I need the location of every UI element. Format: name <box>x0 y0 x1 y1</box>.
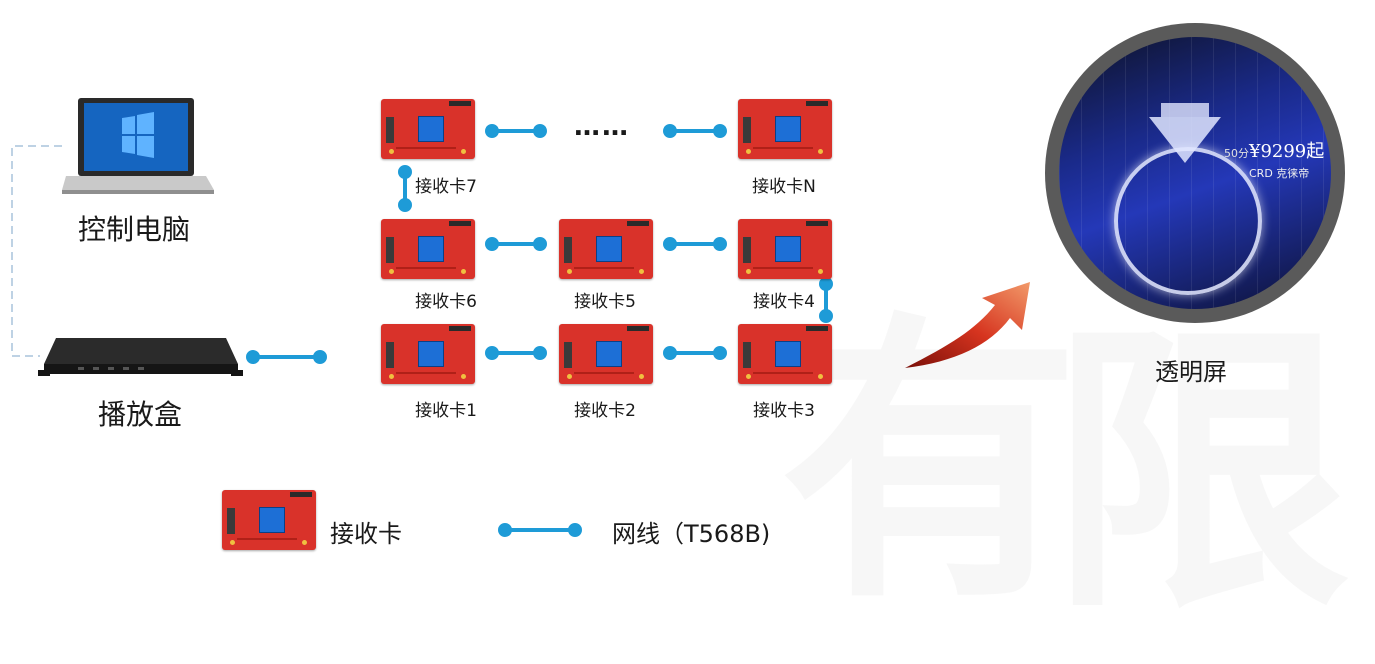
receiver-card-1 <box>381 324 475 384</box>
receiver-card-6 <box>381 219 475 279</box>
laptop-icon <box>62 98 214 194</box>
card-3-label: 接收卡3 <box>753 401 815 421</box>
player-box-label: 播放盒 <box>97 398 183 431</box>
diamond-icon <box>1149 117 1221 163</box>
connection-lines <box>11 124 1030 537</box>
card-4-label: 接收卡4 <box>753 292 815 312</box>
ellipsis: …… <box>574 112 630 142</box>
player-box-icon <box>38 338 243 376</box>
card-n-label: 接收卡N <box>752 177 816 197</box>
card-1-label: 接收卡1 <box>415 401 477 421</box>
transparent-screen-label: 透明屏 <box>1155 358 1227 386</box>
transparent-screen-image: 50分 ¥9299起 CRD 克徕帝 <box>1045 23 1345 323</box>
legend-cable-label: 网线（T568B) <box>612 520 771 548</box>
receiver-card-icon <box>222 490 316 550</box>
brand-text: CRD 克徕帝 <box>1249 167 1310 180</box>
receiver-card-4 <box>738 219 832 279</box>
receiver-card-5 <box>559 219 653 279</box>
dashed-link <box>11 145 62 357</box>
legend-card-label: 接收卡 <box>330 520 402 548</box>
card-6-label: 接收卡6 <box>415 292 477 312</box>
price-text: ¥9299起 <box>1249 141 1325 162</box>
receiver-card-3 <box>738 324 832 384</box>
card-2-label: 接收卡2 <box>574 401 636 421</box>
control-pc-label: 控制电脑 <box>77 213 191 246</box>
receiver-card-n <box>738 99 832 159</box>
card-7-label: 接收卡7 <box>415 177 477 197</box>
price-prefix: 50分 <box>1224 147 1249 160</box>
curved-arrow-icon <box>905 282 1030 368</box>
ring-icon <box>1114 147 1262 295</box>
card-5-label: 接收卡5 <box>574 292 636 312</box>
receiver-card-7 <box>381 99 475 159</box>
receiver-card-2 <box>559 324 653 384</box>
